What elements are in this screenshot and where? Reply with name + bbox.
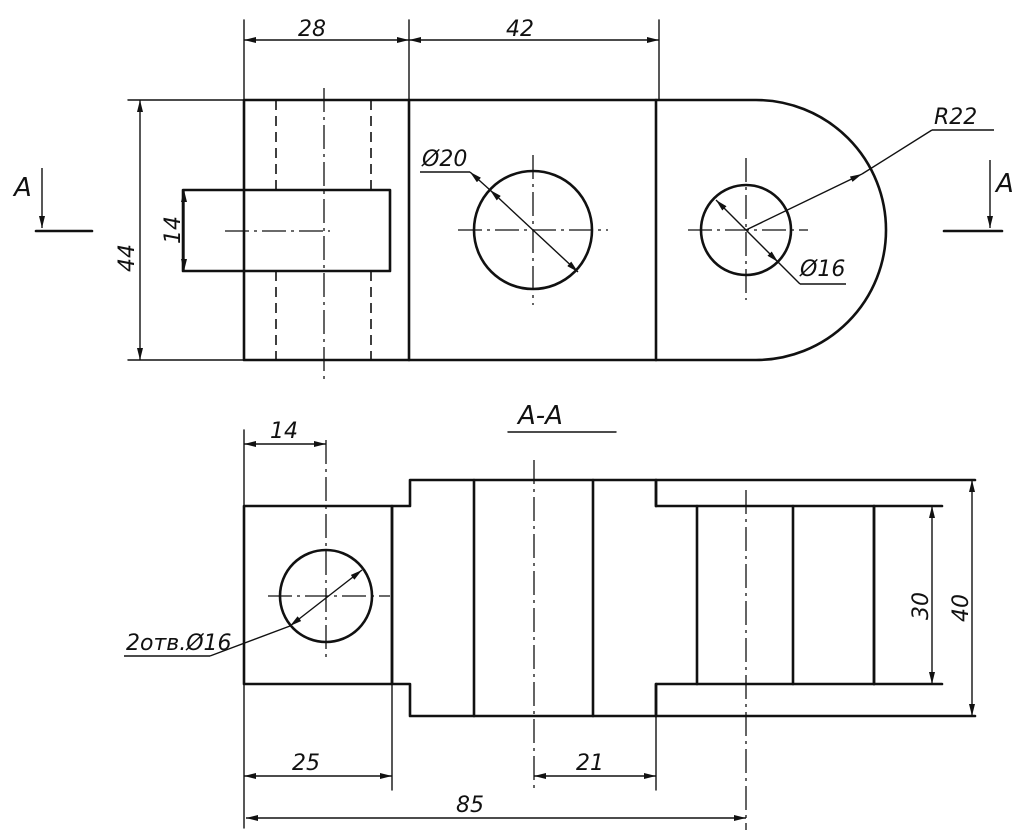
hatch-region-1 bbox=[390, 478, 476, 718]
section-view bbox=[242, 440, 977, 830]
section-title: A-A bbox=[507, 401, 617, 433]
dim-40: 40 bbox=[949, 480, 975, 716]
dim-28-label: 28 bbox=[298, 17, 326, 42]
dim-d20-label: Ø20 bbox=[421, 147, 467, 172]
dim-2holes-label: 2отв.Ø16 bbox=[126, 631, 232, 656]
dim-42: 42 bbox=[409, 17, 660, 101]
dim-21: 21 bbox=[534, 715, 657, 791]
dim-25: 25 bbox=[243, 683, 393, 829]
dim-44-label: 44 bbox=[115, 244, 140, 272]
top-view-slot bbox=[181, 188, 392, 273]
dim-r22: R22 bbox=[745, 105, 994, 231]
dim-d16: Ø16 bbox=[715, 199, 846, 285]
dim-40-label: 40 bbox=[949, 594, 974, 622]
dim-30-label: 30 bbox=[909, 592, 934, 620]
dim-r22-label: R22 bbox=[934, 105, 977, 130]
cut-mark-right: A bbox=[942, 160, 1014, 233]
top-view-outline bbox=[242, 98, 888, 362]
dim-d20: Ø20 bbox=[420, 147, 579, 273]
dim-42-label: 42 bbox=[506, 17, 534, 42]
dim-44: 44 bbox=[115, 99, 245, 361]
dim-d16-label: Ø16 bbox=[799, 257, 845, 282]
section-title-label: A-A bbox=[516, 401, 563, 431]
dim-14-sec-label: 14 bbox=[270, 419, 298, 444]
dim-14-slot-label: 14 bbox=[161, 216, 186, 244]
dim-85: 85 bbox=[246, 793, 746, 821]
dim-85-label: 85 bbox=[456, 793, 484, 818]
hatch-region-2 bbox=[591, 478, 699, 718]
dim-25-label: 25 bbox=[292, 751, 320, 776]
dim-2holes: 2отв.Ø16 bbox=[124, 569, 363, 657]
cut-label-left: A bbox=[12, 173, 32, 203]
dim-21-label: 21 bbox=[576, 751, 604, 776]
cut-label-right: A bbox=[994, 169, 1014, 199]
top-view bbox=[181, 88, 888, 382]
dim-14-slot: 14 bbox=[161, 190, 187, 271]
cut-mark-left: A bbox=[12, 168, 94, 233]
dim-30: 30 bbox=[909, 506, 935, 684]
dim-28: 28 bbox=[243, 17, 410, 101]
hatch-region-3 bbox=[791, 504, 876, 686]
section-left-block bbox=[242, 504, 394, 686]
dim-14-sec: 14 bbox=[243, 419, 326, 507]
